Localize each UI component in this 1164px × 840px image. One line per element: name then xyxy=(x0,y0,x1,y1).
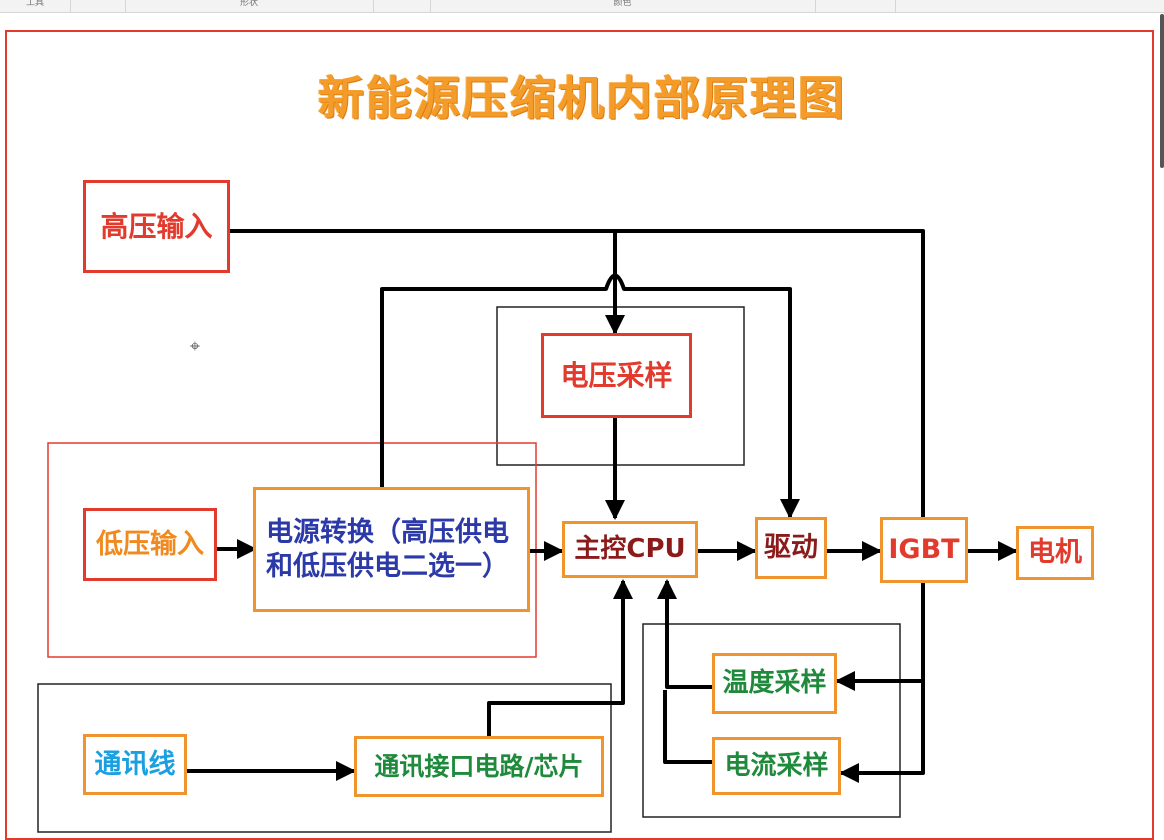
toolbar-group-tools[interactable]: 工具 xyxy=(0,0,71,12)
toolbar-spacer xyxy=(70,0,126,12)
node-power-conversion[interactable]: 电源转换（高压供电和低压供电二选一） xyxy=(253,487,530,612)
edge-temperature-to-cpu xyxy=(657,579,712,689)
toolbar-group-shapes[interactable]: 形状 xyxy=(125,0,374,12)
node-label: 电压采样 xyxy=(560,359,673,392)
node-comm-interface[interactable]: 通讯接口电路/芯片 xyxy=(354,736,604,797)
node-label: 电机 xyxy=(1028,537,1082,569)
node-low-voltage-input[interactable]: 低压输入 xyxy=(83,508,217,581)
node-label: IGBT xyxy=(888,534,960,566)
edge-highvoltage-to-igbt xyxy=(229,229,925,517)
node-label: 温度采样 xyxy=(722,668,827,699)
group-frame-communication xyxy=(37,683,612,833)
toolbar-spacer xyxy=(815,0,896,12)
edge-power-to-driver xyxy=(380,273,800,519)
node-label: 低压输入 xyxy=(96,528,204,560)
node-high-voltage-input[interactable]: 高压输入 xyxy=(83,180,230,273)
node-label: 通讯接口电路/芯片 xyxy=(374,751,584,781)
group-frame-sampling xyxy=(642,623,901,818)
diagram-title: 新能源压缩机内部原理图 xyxy=(318,71,846,125)
node-label: 高压输入 xyxy=(100,210,213,243)
outer-frame xyxy=(5,30,1154,840)
node-label: 电源转换（高压供电和低压供电二选一） xyxy=(266,516,509,582)
toolbar-group-label: 形状 xyxy=(239,0,258,8)
node-label: 通讯线 xyxy=(94,748,176,780)
group-frame-voltage-sampling xyxy=(496,306,745,466)
edge-interface-to-cpu xyxy=(487,579,633,736)
toolbar-group-label: 颜色 xyxy=(613,0,632,8)
crosshair-cursor-icon: ⌖ xyxy=(189,336,201,357)
toolbar-group-label: 工具 xyxy=(25,0,44,8)
node-voltage-sampling[interactable]: 电压采样 xyxy=(541,333,692,418)
edge-igbt-to-current-sampling xyxy=(839,583,925,783)
node-label: 驱动 xyxy=(764,532,818,564)
toolbar: 工具 形状 颜色 xyxy=(0,0,1164,13)
node-label: 主控CPU xyxy=(574,534,686,565)
node-current-sampling[interactable]: 电流采样 xyxy=(712,737,841,795)
node-motor[interactable]: 电机 xyxy=(1016,526,1094,580)
toolbar-group-colors[interactable]: 颜色 xyxy=(430,0,816,12)
node-driver[interactable]: 驱动 xyxy=(755,517,827,579)
node-comm-line[interactable]: 通讯线 xyxy=(83,734,187,795)
node-main-cpu[interactable]: 主控CPU xyxy=(562,521,698,578)
edge-current-to-cpu xyxy=(663,690,712,764)
toolbar-spacer xyxy=(373,0,431,12)
node-label: 电流采样 xyxy=(724,750,829,781)
scrollbar-thumb[interactable] xyxy=(1160,14,1164,168)
node-igbt[interactable]: IGBT xyxy=(880,517,968,583)
node-temperature-sampling[interactable]: 温度采样 xyxy=(712,653,837,714)
